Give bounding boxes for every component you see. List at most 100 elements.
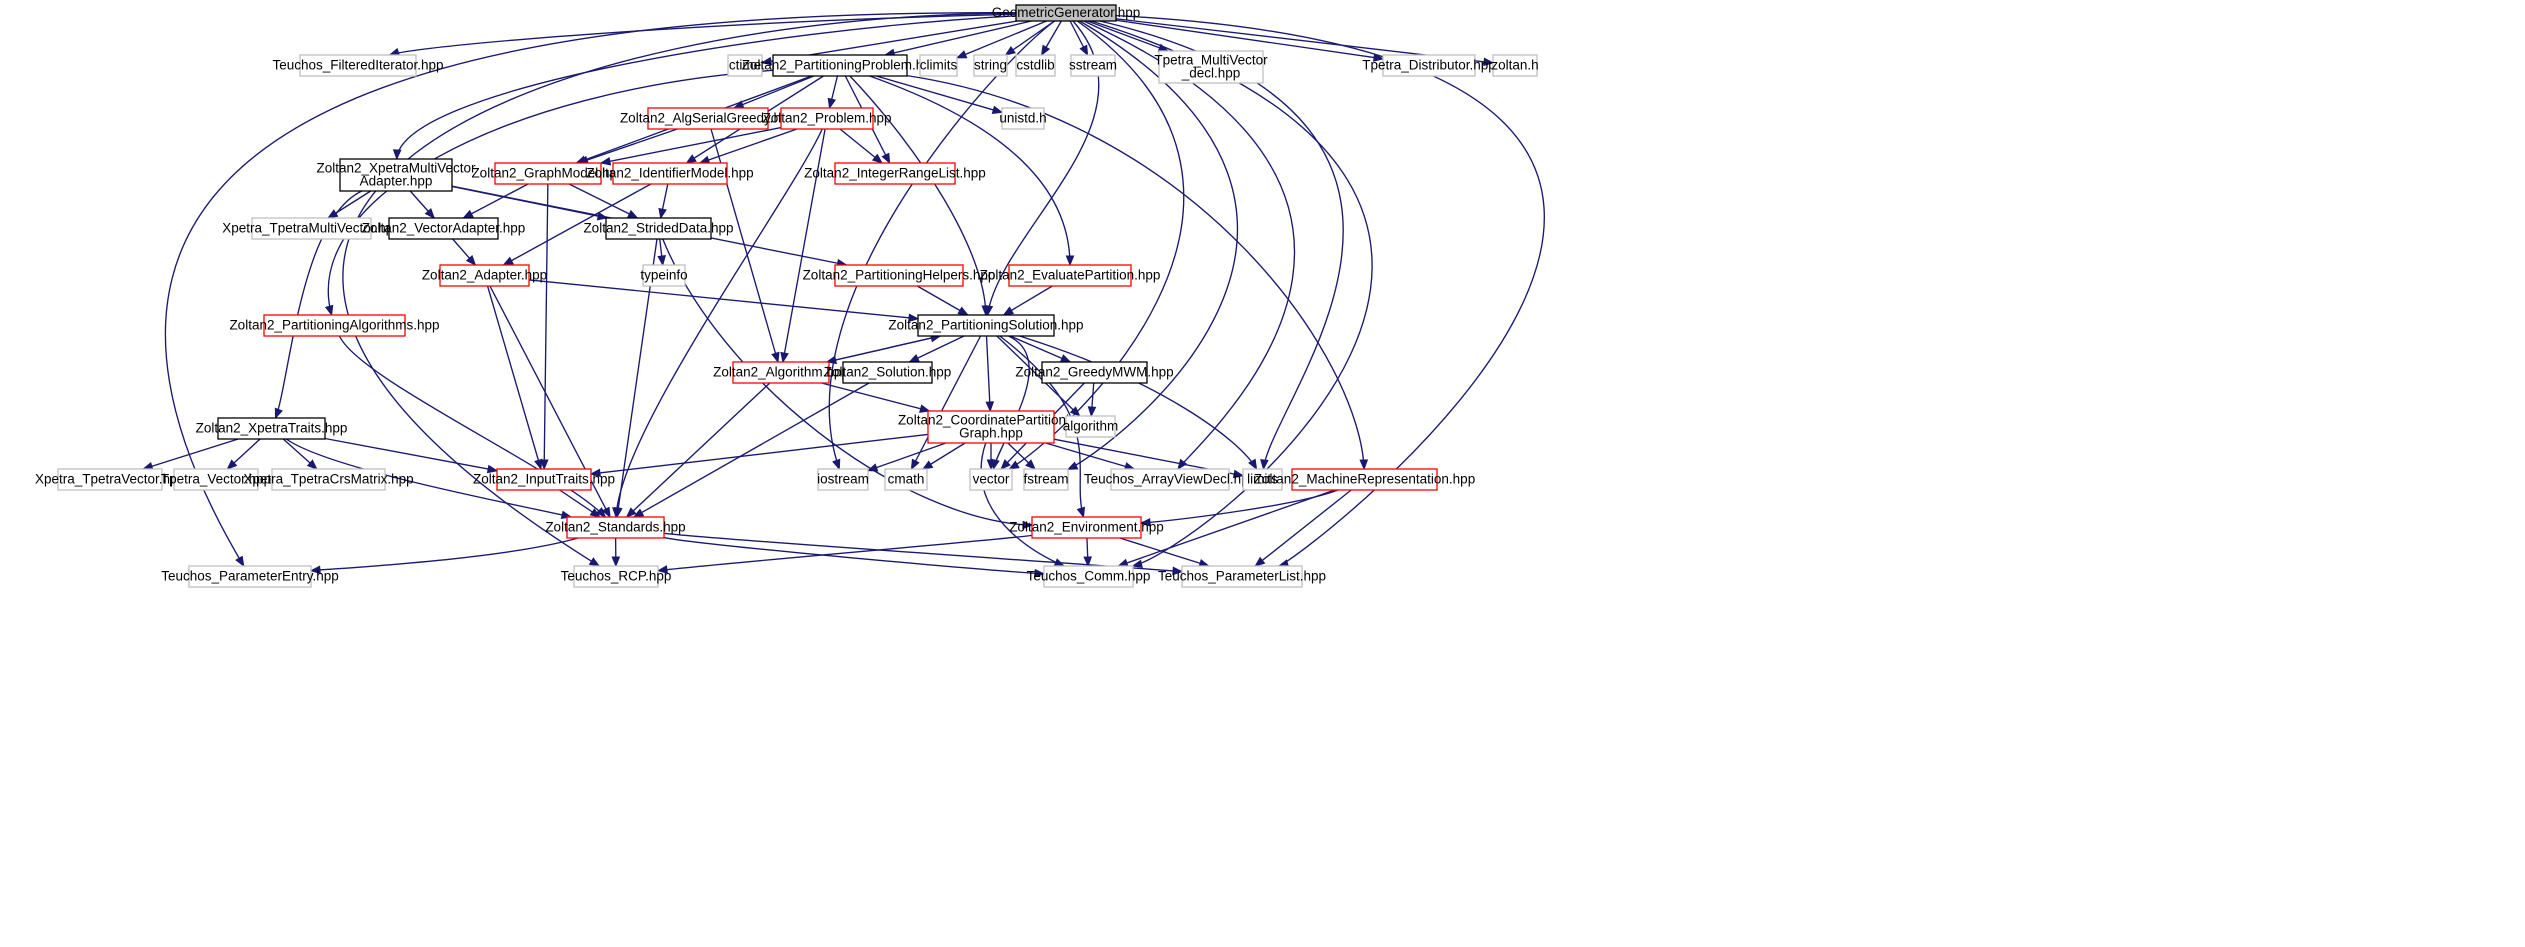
edge-partitioning_problem-to-machine_rep [906, 74, 1369, 471]
edge-arrowhead [1087, 406, 1097, 418]
edge-arrowhead [1248, 458, 1258, 471]
node-label: zoltan.h [1491, 58, 1538, 73]
edge-arrowhead [1069, 406, 1081, 417]
node-teuchos-comm: Teuchos_Comm.hpp [1027, 565, 1150, 588]
node-geometric-generator[interactable]: GeometricGenerator.hpp [992, 4, 1141, 22]
edge-line [956, 20, 1047, 59]
edge-line [1254, 489, 1352, 567]
edge-vector_adapter-to-adapter [452, 238, 477, 267]
edge-arrowhead [424, 208, 436, 220]
node-xpetra-traits[interactable]: Zoltan2_XpetraTraits.hpp [196, 417, 348, 440]
node-label: Zoltan2_AlgSerialGreedy.hpp [620, 111, 796, 126]
node-label: cstdlib [1016, 58, 1054, 73]
edge-arrowhead [780, 351, 789, 364]
node-partitioning-solution[interactable]: Zoltan2_PartitioningSolution.hpp [888, 314, 1084, 337]
edge-greedy_mwm-to-algorithm_std [1087, 382, 1097, 418]
edge-line [1083, 20, 1296, 470]
node-label: Zoltan2_Solution.hpp [824, 365, 952, 380]
node-environment[interactable]: Zoltan2_Environment.hpp [1009, 516, 1164, 539]
node-label: Tpetra_MultiVector [1154, 53, 1268, 68]
edge-input_traits-to-standards [559, 489, 601, 518]
edge-line [876, 75, 1003, 114]
node-box [772, 54, 908, 77]
node-label: iostream [817, 472, 869, 487]
edge-arrowhead [235, 555, 245, 568]
edge-geometric_generator-to-teuchos_rcp [342, 12, 1017, 567]
node-sstream: sstream [1069, 54, 1117, 77]
node-box [642, 264, 686, 287]
node-partitioning-algorithms[interactable]: Zoltan2_PartitioningAlgorithms.hpp [229, 314, 440, 337]
node-box [917, 314, 1055, 337]
node-iostream: iostream [817, 468, 869, 491]
node-solution[interactable]: Zoltan2_Solution.hpp [824, 361, 952, 384]
edge-arrowhead [1008, 460, 1020, 470]
edge-xpetra_traits-to-tpetra_vector [226, 438, 261, 470]
node-box [1110, 468, 1230, 491]
edge-line [867, 442, 947, 472]
edge-line [164, 12, 1017, 567]
edge-line [615, 128, 823, 518]
node-machine-rep[interactable]: Zoltan2_MachineRepresentation.hpp [1254, 468, 1475, 491]
node-box [57, 468, 163, 491]
edge-line [992, 335, 1030, 470]
edge-arrowhead [866, 463, 879, 472]
node-label: _decl.hpp [1181, 66, 1241, 81]
node-box [263, 314, 406, 337]
edge-arrowhead [1131, 559, 1143, 569]
node-standards[interactable]: Zoltan2_Standards.hpp [545, 516, 686, 539]
node-box [647, 107, 769, 130]
node-greedy-mwm[interactable]: Zoltan2_GreedyMWM.hpp [1015, 361, 1174, 384]
node-label: Zoltan2_CoordinatePartitioning [898, 413, 1084, 428]
edge-geometric_generator-to-tpetra_distributor [1115, 19, 1385, 62]
edge-identifier_model-to-strided_data [658, 183, 669, 220]
edge-arrowhead [392, 149, 402, 161]
node-integer-range-list[interactable]: Zoltan2_IntegerRangeList.hpp [804, 162, 986, 185]
edge-line [828, 20, 1056, 470]
edge-arrowhead [309, 565, 321, 575]
node-box [573, 565, 659, 588]
node-label: ctime [729, 58, 761, 73]
edge-line [1119, 537, 1209, 567]
node-problem[interactable]: Zoltan2_Problem.hpp [762, 107, 892, 130]
edge-arrowhead [1260, 459, 1269, 471]
edge-arrowhead [832, 458, 841, 471]
node-identifier-model[interactable]: Zoltan2_IdentifierModel.hpp [586, 162, 754, 185]
node-adapter[interactable]: Zoltan2_Adapter.hpp [422, 264, 547, 287]
node-vector-adapter[interactable]: Zoltan2_VectorAdapter.hpp [362, 217, 526, 240]
node-partitioning-problem[interactable]: Zoltan2_PartitioningProblem.hpp [742, 54, 939, 77]
node-label: limits [1247, 472, 1278, 487]
node-label: fstream [1023, 472, 1068, 487]
edge-partitioning_problem-to-evaluate_partition [869, 75, 1075, 267]
edge-xpetra_mv_adapter-to-vector_adapter [409, 190, 436, 220]
node-box [842, 361, 933, 384]
node-algorithm-hpp[interactable]: Zoltan2_Algorithm.hpp [713, 361, 849, 384]
edge-arrowhead [981, 305, 991, 317]
edge-arrowhead [910, 458, 920, 471]
node-xpetra-tpetra-vector: Xpetra_TpetraVector.hpp [35, 468, 185, 491]
node-alg-serial-greedy[interactable]: Zoltan2_AlgSerialGreedy.hpp [620, 107, 796, 130]
node-evaluate-partition[interactable]: Zoltan2_EvaluatePartition.hpp [980, 264, 1161, 287]
node-unistd: unistd.h [999, 107, 1047, 130]
node-label: Zoltan2_InputTraits.hpp [473, 472, 615, 487]
node-label: Tpetra_Vector.hpp [161, 472, 271, 487]
node-input-traits[interactable]: Zoltan2_InputTraits.hpp [473, 468, 615, 491]
node-label: Zoltan2_Standards.hpp [545, 520, 685, 535]
node-box [299, 54, 417, 77]
node-box [388, 217, 499, 240]
edge-coord_part_graph-to-vector [986, 443, 996, 471]
edge-arrowhead [1139, 518, 1151, 527]
edge-line [338, 335, 606, 518]
node-box [173, 468, 259, 491]
node-graph-model[interactable]: Zoltan2_GraphModel.hpp [471, 162, 625, 185]
edge-partitioning_problem-to-partitioning_algorithms [324, 69, 774, 317]
edge-line [782, 128, 826, 363]
edge-geometric_generator-to-sstream [1069, 20, 1089, 57]
edge-xpetra_traits-to-input_traits [324, 437, 499, 474]
edge-standards-to-teuchos_comm [663, 536, 1046, 578]
node-partitioning-helpers[interactable]: Zoltan2_PartitioningHelpers.hpp [803, 264, 996, 287]
node-label: Teuchos_ArrayViewDecl.hpp [1084, 472, 1256, 487]
node-typeinfo: typeinfo [640, 264, 688, 287]
node-strided-data[interactable]: Zoltan2_StridedData.hpp [583, 217, 734, 240]
